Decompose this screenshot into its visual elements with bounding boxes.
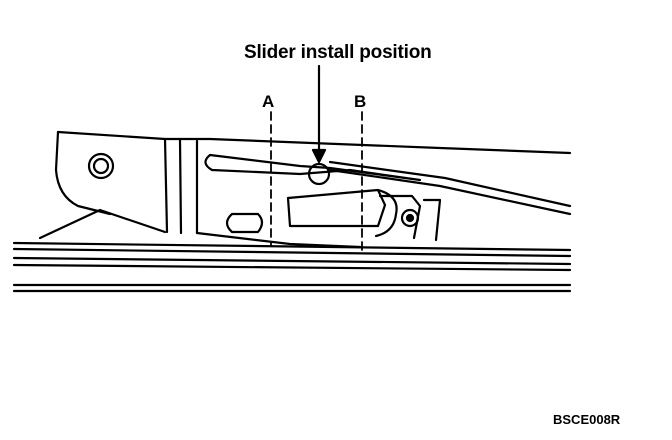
capsule-slot: [225, 212, 264, 234]
retaining-screw: [400, 208, 420, 228]
install-position-arrow: [311, 64, 327, 164]
marker-label-a: A: [262, 92, 275, 111]
figure-code: BSCE008R: [553, 412, 621, 427]
marker-label-b: B: [354, 92, 367, 111]
slider-install-position-label: Slider install position: [244, 42, 432, 63]
slider-ball: [307, 162, 331, 186]
pivot-hole: [87, 152, 115, 180]
arm-slot: [204, 153, 422, 182]
wiper-arm-body: [38, 130, 572, 249]
blade-rails: [12, 241, 572, 293]
